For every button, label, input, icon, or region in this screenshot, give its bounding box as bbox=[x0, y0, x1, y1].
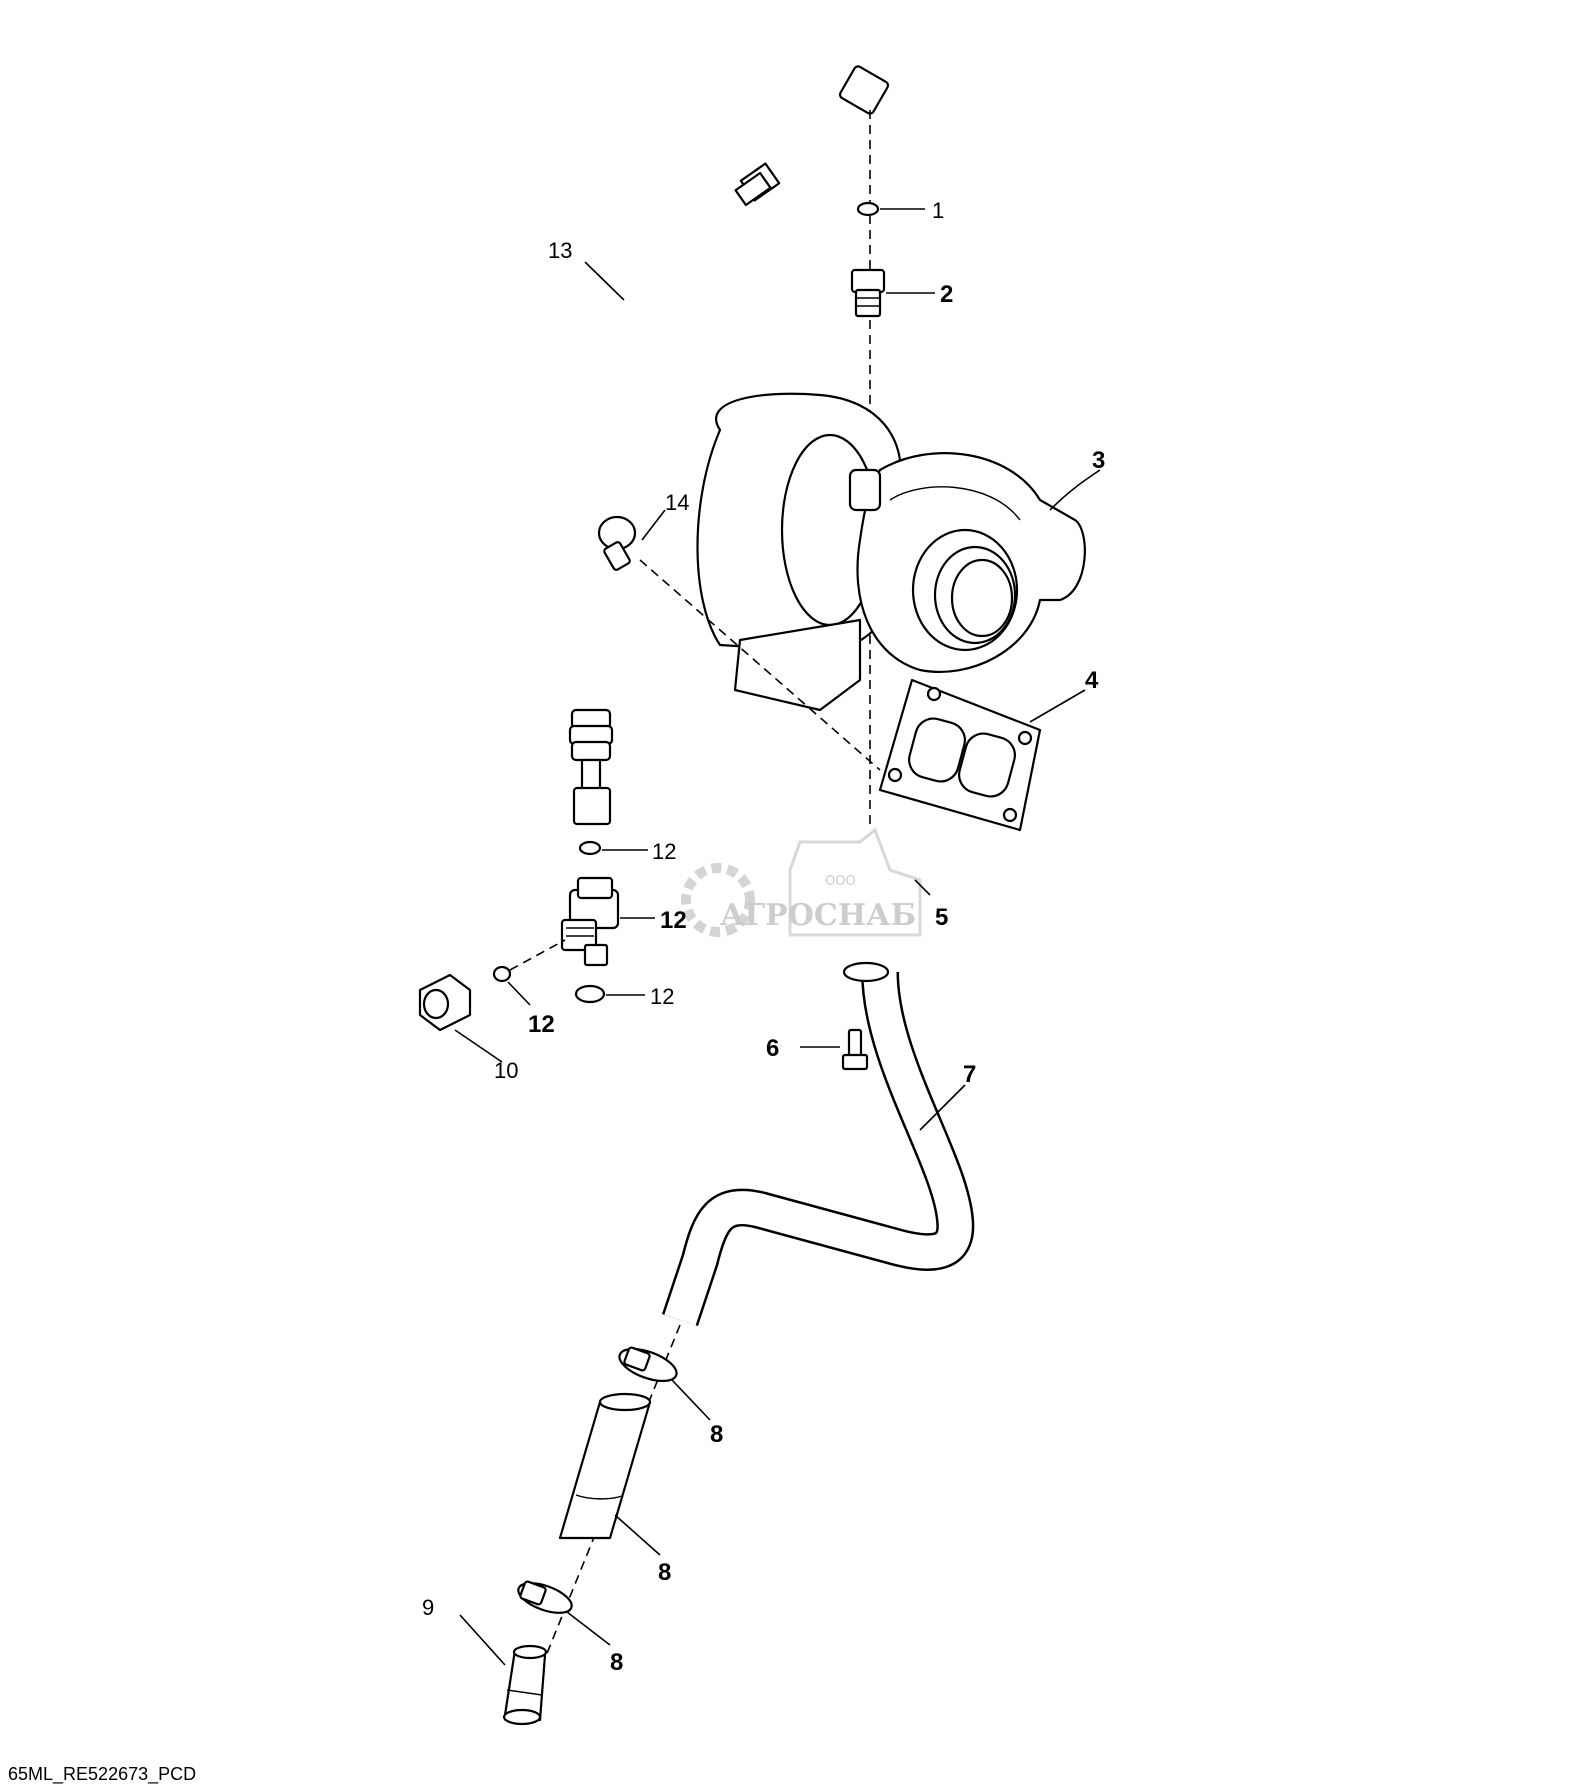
leader-12b bbox=[507, 981, 531, 1006]
callout-6: 6 bbox=[766, 1035, 779, 1062]
watermark-logo: ООО АГРОСНАБ bbox=[681, 827, 922, 937]
leader-3 bbox=[1049, 469, 1101, 511]
callout-7: 7 bbox=[963, 1061, 976, 1088]
callout-5: 5 bbox=[935, 904, 948, 931]
callout-2: 2 bbox=[940, 281, 953, 308]
o-ring-icon bbox=[856, 201, 880, 217]
leader-9 bbox=[614, 1514, 661, 1556]
gasket-icon bbox=[878, 678, 1042, 832]
leader-11 bbox=[454, 1029, 503, 1063]
tee-fitting-icon bbox=[560, 876, 620, 967]
callout-16: 14 bbox=[665, 490, 689, 515]
leader-8a bbox=[671, 1379, 711, 1421]
centerline-bolt bbox=[639, 559, 881, 771]
watermark-name: АГРОСНАБ bbox=[720, 898, 916, 933]
callout-15: 13 bbox=[548, 238, 572, 263]
callout-9: 8 bbox=[658, 1559, 671, 1586]
watermark-prefix: ООО bbox=[825, 874, 856, 889]
callout-1: 1 bbox=[932, 198, 944, 223]
callout-10: 9 bbox=[422, 1595, 434, 1620]
callout-3: 3 bbox=[1092, 447, 1105, 474]
callout-4: 4 bbox=[1085, 667, 1099, 694]
drawing-code: 65ML_RE522673_PCD bbox=[8, 1764, 196, 1785]
o-ring-icon bbox=[492, 965, 512, 983]
leader-8b bbox=[566, 1611, 611, 1646]
callout-13: 12 bbox=[650, 984, 674, 1009]
cap-screw-icon bbox=[841, 1028, 869, 1071]
o-ring-icon bbox=[578, 840, 602, 856]
leader-15 bbox=[584, 261, 625, 301]
turbocharger-icon bbox=[696, 392, 1086, 712]
leader-16 bbox=[641, 509, 666, 541]
o-ring-icon bbox=[574, 984, 606, 1004]
leader-5 bbox=[914, 879, 931, 896]
leader-10 bbox=[459, 1614, 506, 1666]
callout-8a: 8 bbox=[710, 1421, 723, 1448]
centerline-tee bbox=[509, 939, 566, 971]
adapter-icon bbox=[502, 1644, 548, 1726]
cap-nut-icon bbox=[418, 973, 472, 1032]
fitting-icon bbox=[850, 268, 886, 318]
leader-4 bbox=[1029, 689, 1086, 723]
callout-8b: 8 bbox=[610, 1649, 623, 1676]
callout-12b: 12 bbox=[528, 1011, 555, 1038]
hose-clamp-icon bbox=[517, 1580, 573, 1614]
callout-11: 10 bbox=[494, 1058, 518, 1083]
callout-12a: 12 bbox=[652, 839, 676, 864]
oil-return-pipe-icon bbox=[661, 961, 975, 1327]
hose-icon bbox=[558, 1392, 652, 1540]
oil-supply-line-icon bbox=[469, 65, 890, 826]
callout-14: 12 bbox=[660, 907, 687, 934]
leader-7 bbox=[919, 1084, 966, 1131]
banjo-bolt-icon bbox=[597, 515, 637, 571]
hose-clamp-icon bbox=[618, 1346, 678, 1383]
